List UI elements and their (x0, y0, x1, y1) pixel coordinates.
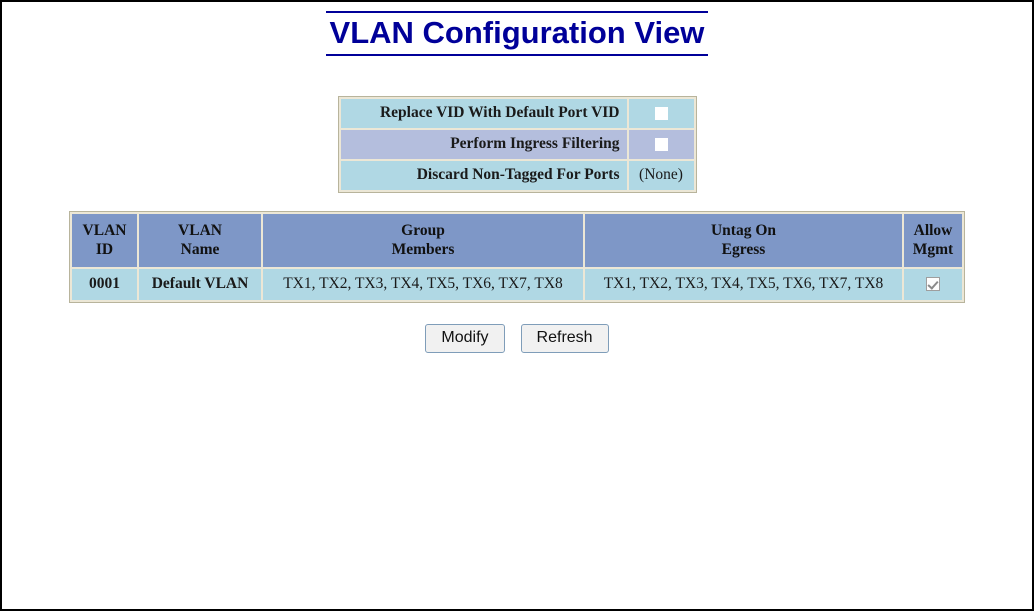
column-header-group-members: Group Members (263, 214, 583, 267)
vlan-list-table: VLAN ID VLAN Name Group Members Untag On… (69, 211, 965, 303)
vlan-list-section: VLAN ID VLAN Name Group Members Untag On… (2, 211, 1032, 303)
settings-label-replace-vid: Replace VID With Default Port VID (340, 99, 627, 128)
column-header-allow-mgmt-line1: Allow (913, 222, 953, 239)
settings-row-discard-non-tagged: Discard Non-Tagged For Ports (None) (340, 161, 694, 190)
table-row: 0001 Default VLAN TX1, TX2, TX3, TX4, TX… (72, 269, 962, 300)
column-header-untag-on-egress: Untag On Egress (585, 214, 902, 267)
column-header-untag-on-egress-line1: Untag On (710, 222, 777, 239)
page-title: VLAN Configuration View (325, 11, 709, 56)
cell-allow-mgmt (904, 269, 962, 300)
settings-label-ingress-filtering: Perform Ingress Filtering (340, 130, 627, 159)
column-header-vlan-id-line2: ID (95, 241, 114, 258)
settings-row-ingress-filtering: Perform Ingress Filtering (340, 130, 694, 159)
column-header-group-members-line1: Group (401, 222, 445, 239)
allow-mgmt-checkbox[interactable] (926, 277, 940, 292)
vlan-settings-section: Replace VID With Default Port VID Perfor… (2, 96, 1032, 193)
modify-button[interactable]: Modify (425, 324, 505, 353)
settings-label-discard-non-tagged: Discard Non-Tagged For Ports (340, 161, 627, 190)
column-header-vlan-id: VLAN ID (72, 214, 137, 267)
column-header-vlan-name-line2: Name (180, 241, 220, 258)
cell-vlan-id: 0001 (72, 269, 137, 300)
column-header-vlan-name: VLAN Name (139, 214, 261, 267)
button-row: Modify Refresh (2, 324, 1032, 353)
cell-untag-on-egress: TX1, TX2, TX3, TX4, TX5, TX6, TX7, TX8 (585, 269, 902, 300)
column-header-group-members-line2: Members (391, 241, 455, 258)
refresh-button[interactable]: Refresh (520, 324, 609, 353)
settings-row-replace-vid: Replace VID With Default Port VID (340, 99, 694, 128)
column-header-untag-on-egress-line2: Egress (721, 241, 766, 258)
vlan-table-header-row: VLAN ID VLAN Name Group Members Untag On… (72, 214, 962, 267)
column-header-allow-mgmt-line2: Mgmt (912, 241, 954, 258)
replace-vid-checkbox[interactable] (654, 106, 668, 120)
vlan-settings-table: Replace VID With Default Port VID Perfor… (337, 96, 697, 193)
settings-value-discard-non-tagged: (None) (628, 161, 694, 190)
page-title-container: VLAN Configuration View (2, 2, 1032, 56)
column-header-vlan-id-line1: VLAN (82, 222, 127, 239)
settings-value-replace-vid (628, 99, 694, 128)
settings-value-ingress-filtering (628, 130, 694, 159)
cell-vlan-name: Default VLAN (139, 269, 261, 300)
cell-group-members: TX1, TX2, TX3, TX4, TX5, TX6, TX7, TX8 (263, 269, 583, 300)
ingress-filtering-checkbox[interactable] (654, 137, 668, 151)
column-header-allow-mgmt: Allow Mgmt (904, 214, 962, 267)
column-header-vlan-name-line1: VLAN (178, 222, 222, 239)
